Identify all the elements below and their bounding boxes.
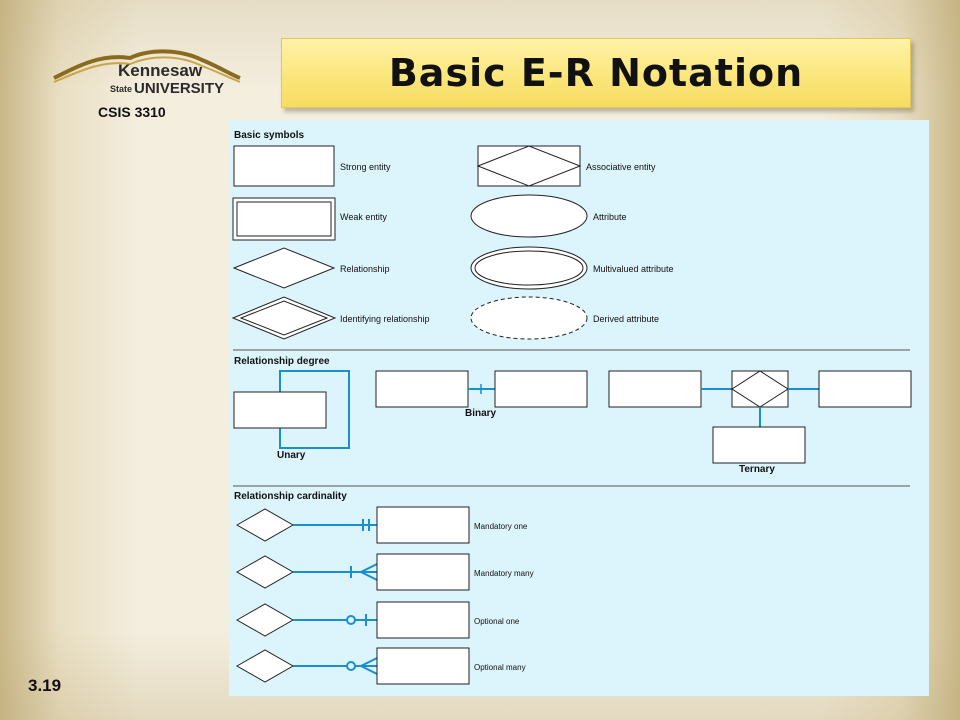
label-unary: Unary <box>277 450 306 461</box>
optional-one-circle <box>346 615 356 625</box>
label-attribute: Attribute <box>593 212 627 222</box>
mandatory-one-entity <box>376 506 470 544</box>
logo-text-state: State <box>110 84 132 94</box>
label-mandatory-one: Mandatory one <box>474 522 528 531</box>
slide-number: 3.19 <box>28 676 62 695</box>
label-multivalued-attribute: Multivalued attribute <box>593 264 674 274</box>
label-relationship: Relationship <box>340 264 390 274</box>
optional-many-circle <box>346 661 356 671</box>
ternary-entity-left <box>608 370 702 408</box>
page-title: Basic E-R Notation <box>388 51 804 95</box>
binary-entity-left <box>375 370 469 408</box>
logo-text-kennesaw: Kennesaw <box>118 61 203 80</box>
label-identifying-relationship: Identifying relationship <box>340 314 430 324</box>
logo-text-university: UNIVERSITY <box>134 80 224 97</box>
label-mandatory-many: Mandatory many <box>474 569 534 578</box>
title-banner: Basic E-R Notation <box>281 38 911 108</box>
strong-entity-symbol <box>233 145 335 187</box>
label-strong-entity: Strong entity <box>340 162 391 172</box>
label-optional-one: Optional one <box>474 617 520 626</box>
ternary-entity-bottom <box>712 426 806 464</box>
multivalued-attribute-inner <box>474 250 584 286</box>
er-notation-diagram: Basic symbols Strong entity Weak entity … <box>229 120 929 696</box>
optional-many-entity <box>376 647 470 685</box>
course-code: CSIS 3310 <box>98 104 166 120</box>
label-binary: Binary <box>465 408 497 419</box>
attribute-symbol <box>470 194 588 238</box>
mandatory-many-crowfoot <box>358 563 378 581</box>
optional-many-crowfoot <box>358 657 378 675</box>
binary-entity-right <box>494 370 588 408</box>
label-derived-attribute: Derived attribute <box>593 314 659 324</box>
section-basic-symbols: Basic symbols <box>234 130 304 141</box>
ternary-entity-right <box>818 370 912 408</box>
relationship-symbol <box>232 247 336 289</box>
section-relationship-degree: Relationship degree <box>234 356 330 367</box>
section-relationship-cardinality: Relationship cardinality <box>234 491 347 502</box>
label-optional-many: Optional many <box>474 663 526 672</box>
label-weak-entity: Weak entity <box>340 212 387 222</box>
optional-one-entity <box>376 601 470 639</box>
mandatory-many-entity <box>376 553 470 591</box>
associative-entity-diamond <box>476 145 582 187</box>
identifying-relationship-inner <box>239 300 329 336</box>
kennesaw-state-university-logo: Kennesaw State UNIVERSITY <box>53 49 241 97</box>
label-associative-entity: Associative entity <box>586 162 656 172</box>
weak-entity-symbol-inner <box>236 201 332 237</box>
unary-entity <box>233 391 327 429</box>
label-ternary: Ternary <box>739 464 775 475</box>
unary-connector <box>279 370 350 449</box>
derived-attribute-symbol <box>470 296 588 340</box>
